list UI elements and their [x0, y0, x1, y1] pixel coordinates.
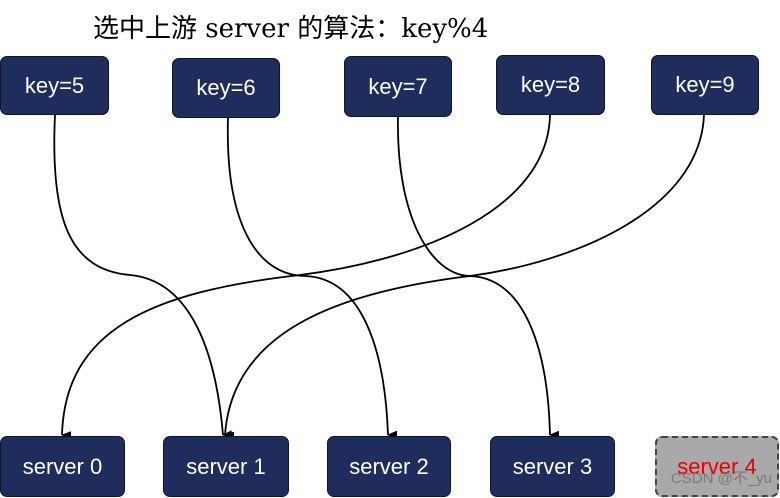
server-label: server 4 — [677, 453, 757, 479]
connector-key9-server1 — [224, 114, 705, 440]
key-box-9: key=9 — [651, 55, 759, 115]
key-label: key=6 — [196, 75, 256, 100]
key-box-7: key=7 — [344, 56, 452, 117]
diagram-title: 选中上游 server 的算法：key%4 — [93, 14, 489, 44]
key-label: key=7 — [368, 73, 428, 99]
key-box-5: key=5 — [0, 56, 109, 115]
key-box-8: key=8 — [496, 55, 605, 115]
key-label: key=9 — [675, 72, 735, 97]
connector-key5-server1 — [53, 114, 233, 439]
server-label: server 3 — [512, 453, 593, 479]
server-box-0: server 0 — [0, 436, 125, 497]
server-box-2: server 2 — [327, 436, 451, 497]
key-box-6: key=6 — [172, 58, 280, 118]
key-label: key=8 — [520, 72, 581, 97]
connector-key6-server2 — [226, 117, 398, 439]
server-box-4-removed: server 4 — [655, 436, 779, 497]
server-label: server 2 — [349, 453, 429, 479]
server-label: server 1 — [186, 453, 266, 479]
server-label: server 0 — [22, 453, 103, 479]
watermark: CSDN @不_yu — [670, 470, 772, 487]
server-box-3: server 3 — [490, 436, 615, 497]
key-label: key=5 — [24, 72, 85, 98]
connector-key8-server0 — [61, 114, 551, 440]
server-box-1: server 1 — [163, 436, 289, 497]
